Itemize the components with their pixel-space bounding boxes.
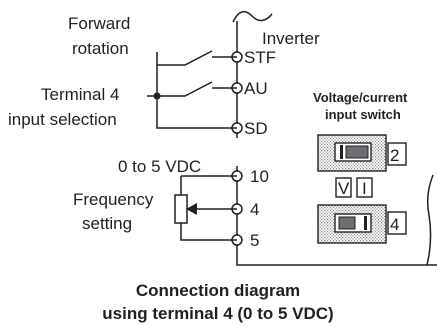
terminal-au: AU xyxy=(231,79,268,98)
switch-top-number: 2 xyxy=(390,146,399,165)
svg-text:5: 5 xyxy=(250,231,259,250)
svg-text:AU: AU xyxy=(244,79,268,98)
resistor xyxy=(174,194,188,224)
switch-label-i: I xyxy=(362,179,367,198)
terminal4-label-1: Terminal 4 xyxy=(41,85,119,104)
svg-text:STF: STF xyxy=(244,48,276,67)
wiper-arrow xyxy=(186,203,197,215)
terminal4-label-2: input selection xyxy=(8,110,117,129)
svg-text:SD: SD xyxy=(244,119,268,138)
terminal-5: 5 xyxy=(231,231,259,250)
inverter-outline xyxy=(232,10,437,266)
terminal-10: 10 xyxy=(231,167,269,186)
switch-label-v: V xyxy=(338,179,350,198)
terminal-sd: SD xyxy=(231,119,268,138)
switch-wiring xyxy=(147,50,237,129)
junction-dot xyxy=(153,92,161,100)
inverter-label: Inverter xyxy=(262,29,320,48)
forward-rotation-label-1: Forward xyxy=(68,14,130,33)
voltage-range-label: 0 to 5 VDC xyxy=(118,157,201,176)
terminal-4: 4 xyxy=(231,200,259,219)
svg-text:4: 4 xyxy=(250,200,259,219)
frequency-label-2: setting xyxy=(82,214,132,233)
frequency-label-1: Frequency xyxy=(73,190,154,209)
caption-line-1: Connection diagram xyxy=(136,281,300,300)
svg-text:10: 10 xyxy=(250,167,269,186)
input-switch-2: 2 xyxy=(317,134,407,172)
potentiometer-wiring xyxy=(174,175,237,241)
switch-vi-labels: V I xyxy=(335,177,373,198)
input-switch-4: 4 xyxy=(317,204,407,244)
terminal-stf: STF xyxy=(231,48,276,67)
switch-bottom-number: 4 xyxy=(390,215,399,234)
switch-title-1: Voltage/current xyxy=(313,90,408,105)
caption-line-2: using terminal 4 (0 to 5 VDC) xyxy=(102,304,333,323)
switch-title-2: input switch xyxy=(325,107,401,122)
forward-rotation-label-2: rotation xyxy=(72,39,129,58)
